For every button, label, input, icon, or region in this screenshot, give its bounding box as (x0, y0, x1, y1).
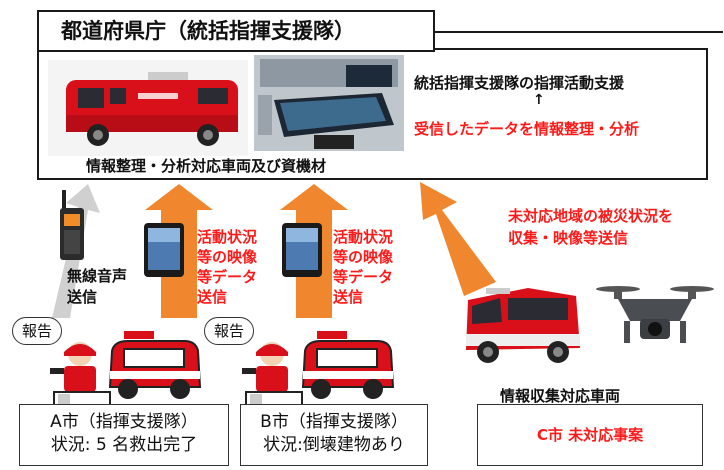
city-b-status: 状況:倒壊建物あり (263, 435, 405, 455)
tablet-label-line: 等の映像 (333, 248, 394, 266)
city-b-name: B市（指揮支援隊） (260, 412, 408, 432)
city-a-box: A市（指揮支援隊） 状況: 5 名救出完了 (19, 404, 229, 466)
hq-title-rule (433, 31, 723, 33)
field-vehicle-label: 情報収集対応車両 (500, 387, 621, 405)
radio-label: 無線音声 送信 (67, 266, 127, 308)
tablet-label-line: 送信 (333, 288, 364, 306)
city-a-status: 状況: 5 名救出完了 (50, 435, 198, 455)
tablet-label-line: 活動状況 (333, 228, 394, 246)
hq-support-text: 統括指揮支援隊の指揮活動支援 (414, 74, 625, 92)
tablet-icon (282, 223, 322, 277)
tablet-label-1: 活動状況 等の映像 等データ 送信 (197, 227, 257, 307)
radio-label-line: 無線音声 (67, 267, 128, 285)
report-bubble-a: 報告 (12, 317, 62, 345)
drone-label-line: 収集・映像等送信 (508, 229, 629, 247)
tablet-label-line: 送信 (197, 288, 228, 306)
city-c-box: C市 未対応事案 (477, 404, 703, 466)
hq-up-arrow: ↑ (533, 92, 545, 108)
drone-label-line: 未対応地域の被災状況を (508, 207, 674, 225)
tablet-label-line: 等データ (197, 268, 258, 286)
tablet-label-2: 活動状況 等の映像 等データ 送信 (333, 227, 393, 307)
hq-title: 都道府県庁（統括指揮支援隊） (37, 10, 435, 52)
fire-engine-icon (108, 331, 202, 399)
tablet-label-line: 等データ (333, 268, 394, 286)
hq-analysis-text: 受信したデータを情報整理・分析 (414, 120, 640, 138)
city-b-box: B市（指揮支援隊） 状況:倒壊建物あり (240, 404, 428, 466)
firefighter-icon (50, 342, 111, 406)
drone-arrow (420, 182, 496, 296)
city-a-name: A市（指揮支援隊） (50, 412, 198, 432)
radio-label-line: 送信 (67, 288, 98, 306)
tablet-label-line: 等の映像 (197, 248, 258, 266)
hq-caption: 情報整理・分析対応車両及び資機材 (86, 157, 327, 175)
drone-icon (596, 286, 714, 343)
radio-icon (60, 190, 84, 260)
firefighter-icon (242, 342, 303, 406)
report-bubble-b: 報告 (204, 317, 254, 345)
command-vehicle-image (48, 60, 248, 156)
city-c-status: C市 未対応事案 (536, 426, 644, 444)
tablet-icon (144, 223, 184, 277)
drone-label: 未対応地域の被災状況を 収集・映像等送信 (508, 205, 673, 249)
field-vehicle-image (466, 288, 580, 363)
tablet-label-line: 活動状況 (197, 228, 258, 246)
fire-engine-icon (301, 331, 395, 399)
analysis-table-image (254, 55, 404, 151)
